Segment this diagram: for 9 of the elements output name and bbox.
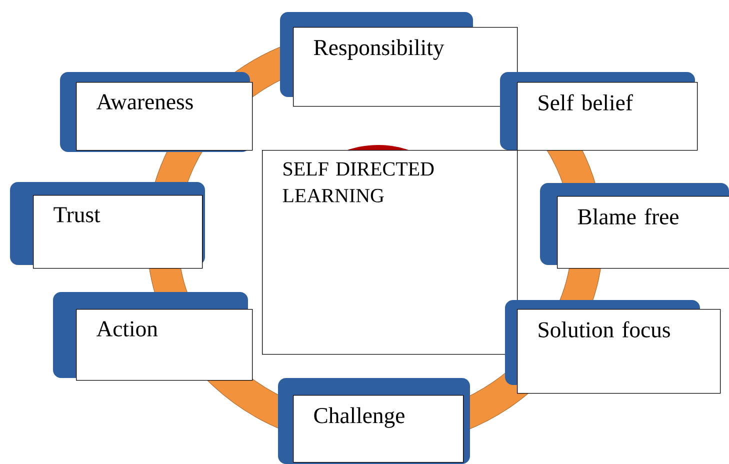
label-box: Responsibility xyxy=(280,12,518,107)
label-box: Self belief xyxy=(500,72,698,151)
label-box: Blame free xyxy=(540,183,729,269)
label-box: Challenge xyxy=(278,378,470,464)
label-box: Awareness xyxy=(60,72,253,152)
label-box: Trust xyxy=(10,182,205,269)
label-box: SELF DIRECTED LEARNING xyxy=(262,150,518,355)
label-box: Solution focus xyxy=(505,300,721,394)
label-box: Action xyxy=(53,292,253,381)
